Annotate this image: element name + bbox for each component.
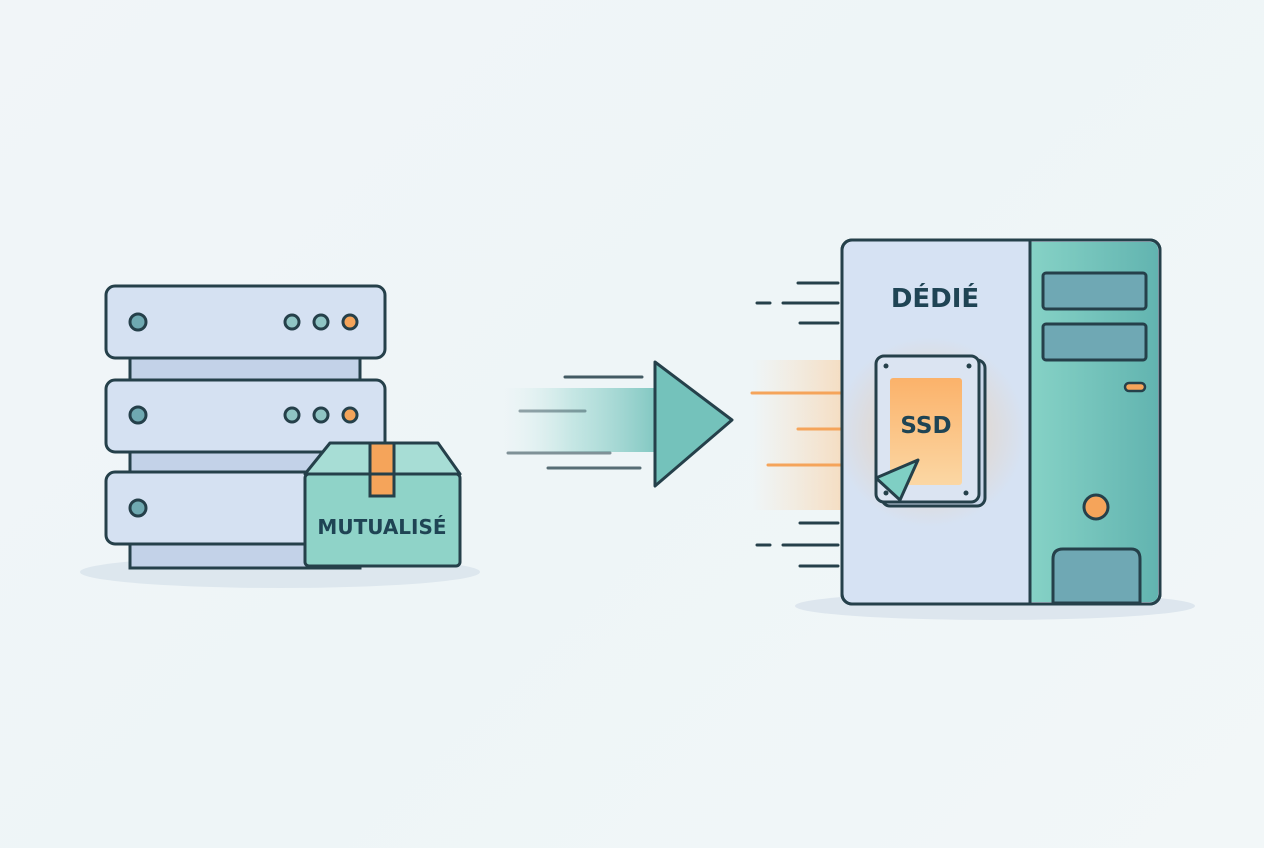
- alert-led-icon: [341, 406, 359, 424]
- bottom-vent: [1051, 547, 1142, 605]
- alert-led-icon: [341, 313, 359, 331]
- status-led-icon: [283, 406, 301, 424]
- server-unit-top: [104, 284, 387, 360]
- package-box-icon: MUTUALISÉ: [303, 441, 462, 568]
- status-led-icon: [312, 406, 330, 424]
- drive-bay: [1041, 271, 1148, 311]
- drive-bay: [1041, 322, 1148, 362]
- power-led-icon: [128, 405, 148, 425]
- power-button-icon: [1082, 493, 1110, 521]
- status-light-icon: [1123, 381, 1147, 393]
- power-led-icon: [128, 312, 148, 332]
- ssd-sticker: [874, 458, 920, 502]
- arrow-right-icon: [500, 360, 734, 488]
- ssd-drive-icon: SSD: [835, 337, 1025, 527]
- ssd-label: SSD: [900, 413, 951, 439]
- stack-connector-top: [128, 356, 362, 384]
- box-tape: [368, 472, 396, 498]
- speed-lines: [755, 281, 840, 568]
- shared-hosting-label: MUTUALISÉ: [317, 515, 446, 539]
- status-led-icon: [312, 313, 330, 331]
- arrow-head: [653, 360, 734, 488]
- arrow-shaft: [500, 388, 660, 452]
- power-led-icon: [128, 498, 148, 518]
- dedicated-server-tower-icon: DÉDIÉ SSD: [750, 238, 1195, 620]
- status-led-icon: [283, 313, 301, 331]
- ssd-label-plate: [890, 378, 962, 485]
- shared-server-stack-icon: MUTUALISÉ: [80, 284, 480, 588]
- dedicated-server-label: DÉDIÉ: [891, 282, 979, 314]
- server-unit-middle: [104, 378, 387, 454]
